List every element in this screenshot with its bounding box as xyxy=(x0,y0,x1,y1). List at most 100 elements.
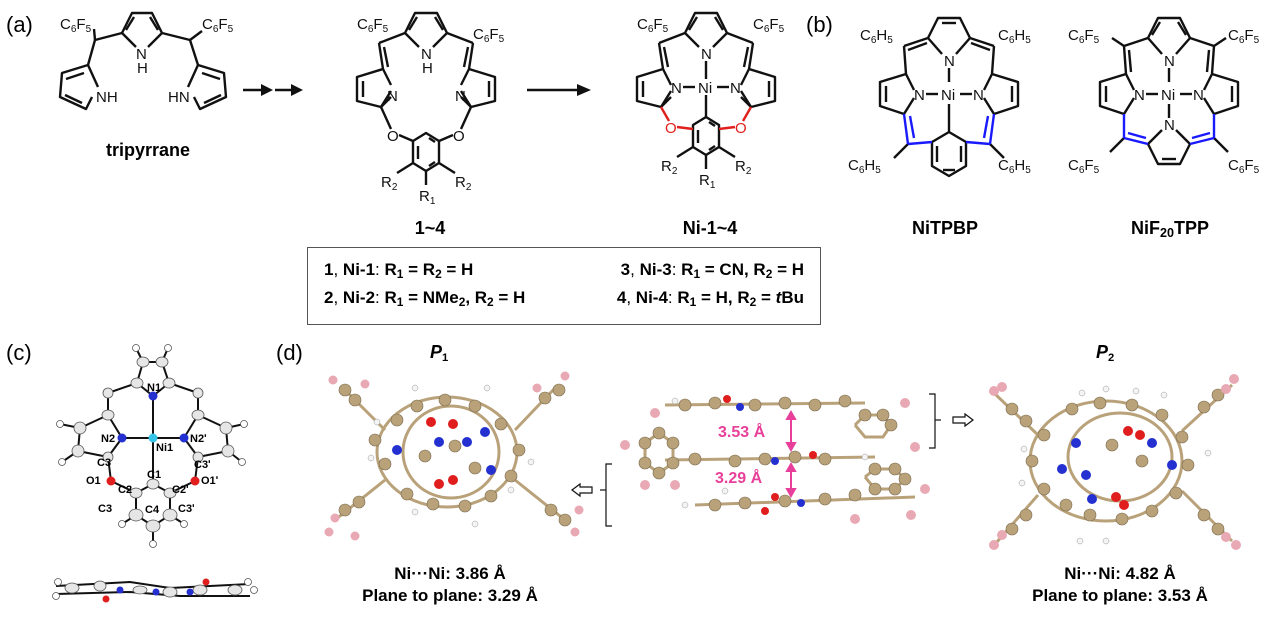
svg-text:C3ʹ: C3ʹ xyxy=(178,503,195,515)
p2-carbon-atoms xyxy=(1005,388,1225,536)
legend-entry-3: 3, Ni-3: R1 = CN, R2 = H xyxy=(620,260,804,281)
svg-text:R2: R2 xyxy=(735,158,752,177)
svg-text:N: N xyxy=(421,46,432,63)
ligand-structure: C6F5 C6F5 N H N N O O R2 R2 R1 xyxy=(355,11,505,207)
ortep-structure: N1 N2 Ni1 N2ʹ C3 C3ʹ O1 O1ʹ C2 C1 C2ʹ C3… xyxy=(52,344,258,603)
svg-text:C3ʹ: C3ʹ xyxy=(194,459,211,471)
svg-text:C6H5: C6H5 xyxy=(860,27,893,46)
svg-text:N: N xyxy=(1164,53,1175,70)
tripyrrane-nh-center: N xyxy=(136,46,147,63)
panel-a-label: (a) xyxy=(6,12,33,37)
ortep-side-view xyxy=(52,578,258,603)
tripyrrane-sub-right: C6F5 xyxy=(202,16,234,35)
svg-text:O1: O1 xyxy=(86,475,101,487)
nitpbp-structure: C6H5 C6H5 N N Ni N C6H5 C6H5 xyxy=(848,16,1031,178)
ni-complex-label: Ni-1~4 xyxy=(682,218,738,238)
svg-text:R2: R2 xyxy=(381,174,398,193)
nitpbp-label: NiTPBP xyxy=(911,218,978,238)
panel-b-label: (b) xyxy=(806,12,833,37)
tripyrrane-sub-left: C6F5 xyxy=(60,16,92,35)
p2-measurements: Ni···Ni: 4.82 Å Plane to plane: 3.53 Å xyxy=(1000,563,1240,607)
svg-text:N: N xyxy=(1164,117,1175,134)
svg-text:C1: C1 xyxy=(147,469,161,481)
tripyrrane-h-center: H xyxy=(137,60,148,77)
panel-c-label: (c) xyxy=(6,340,32,365)
svg-text:C3: C3 xyxy=(97,457,111,469)
svg-text:R2: R2 xyxy=(455,174,472,193)
legend-row: 1, Ni-1: R1 = R2 = H 3, Ni-3: R1 = CN, R… xyxy=(324,258,804,286)
panel-d-label: (d) xyxy=(276,340,303,365)
svg-text:R1: R1 xyxy=(419,188,436,207)
svg-text:O1ʹ: O1ʹ xyxy=(201,475,219,487)
svg-text:Ni: Ni xyxy=(941,87,955,104)
p1-carbon-atoms xyxy=(338,383,572,527)
svg-text:C2ʹ: C2ʹ xyxy=(172,484,189,496)
svg-text:O: O xyxy=(387,128,399,145)
nif20tpp-label: NiF20TPP xyxy=(1130,218,1210,241)
svg-text:C6H5: C6H5 xyxy=(848,157,881,176)
svg-text:C6H5: C6H5 xyxy=(998,157,1031,176)
legend-row: 2, Ni-2: R1 = NMe2, R2 = H 4, Ni-4: R1 =… xyxy=(324,286,804,314)
svg-text:C6H5: C6H5 xyxy=(998,27,1031,46)
legend-entry-4: 4, Ni-4: R1 = H, R2 = tBu xyxy=(616,287,804,309)
svg-text:N: N xyxy=(730,80,741,97)
two-step-arrow xyxy=(243,84,303,96)
svg-text:N: N xyxy=(914,87,925,104)
ni-complex-structure: C6F5 C6F5 N N Ni N O O R2 R2 R1 xyxy=(635,11,785,191)
p1-measurements: Ni···Ni: 3.86 Å Plane to plane: 3.29 Å xyxy=(330,563,570,607)
svg-text:Ni1: Ni1 xyxy=(156,442,173,454)
p1-bracket-arrow xyxy=(571,463,612,527)
svg-text:N2ʹ: N2ʹ xyxy=(190,433,207,445)
ortep-atoms xyxy=(56,344,248,548)
p1-ni-ni-distance: Ni···Ni: 3.86 Å xyxy=(394,564,506,583)
tripyrrane-nh-right: HN xyxy=(168,89,190,106)
nif20tpp-structure: C6F5 C6F5 N N Ni N N C6F5 C6F5 xyxy=(1068,16,1260,176)
p2-ni-ni-distance: Ni···Ni: 4.82 Å xyxy=(1064,564,1176,583)
stacked-dimer-side-view: 3.53 Å 3.29 Å xyxy=(620,394,930,524)
svg-text:Ni: Ni xyxy=(1161,87,1175,104)
svg-text:R2: R2 xyxy=(661,158,678,177)
stack-distance-lower: 3.29 Å xyxy=(715,468,763,487)
svg-text:N: N xyxy=(671,80,682,97)
svg-text:C6F5: C6F5 xyxy=(473,26,505,45)
svg-text:C6F5: C6F5 xyxy=(1068,157,1100,176)
svg-text:C6F5: C6F5 xyxy=(357,16,389,35)
svg-text:R1: R1 xyxy=(699,172,716,191)
svg-text:C4: C4 xyxy=(145,504,160,516)
svg-text:N1: N1 xyxy=(147,382,161,394)
svg-text:O: O xyxy=(735,120,747,137)
legend-entry-1: 1, Ni-1: R1 = R2 = H xyxy=(324,260,474,281)
p1-dimer-model xyxy=(324,371,584,541)
substituent-legend: 1, Ni-1: R1 = R2 = H 3, Ni-3: R1 = CN, R… xyxy=(307,247,821,325)
svg-text:C6F5: C6F5 xyxy=(1068,27,1100,46)
svg-text:N: N xyxy=(973,87,984,104)
svg-text:Ni: Ni xyxy=(698,80,712,97)
stack-carbon-atoms xyxy=(638,394,912,512)
legend-entry-2: 2, Ni-2: R1 = NMe2, R2 = H xyxy=(324,287,526,309)
stack-distance-upper: 3.53 Å xyxy=(718,422,766,441)
tripyrrane-label: tripyrrane xyxy=(105,140,191,160)
svg-text:C2: C2 xyxy=(118,484,132,496)
svg-text:H: H xyxy=(422,60,433,77)
metalation-arrow xyxy=(527,84,591,96)
svg-text:N: N xyxy=(455,88,466,105)
svg-text:C6F5: C6F5 xyxy=(1228,157,1260,176)
svg-text:C6F5: C6F5 xyxy=(753,16,785,35)
svg-text:C3: C3 xyxy=(98,503,112,515)
svg-text:N2: N2 xyxy=(101,433,115,445)
p2-dimer-model xyxy=(989,374,1241,550)
svg-text:O: O xyxy=(453,128,465,145)
svg-text:N: N xyxy=(1134,87,1145,104)
svg-text:N: N xyxy=(944,53,955,70)
tripyrrane-nh-left: NH xyxy=(96,89,118,106)
p2-plane-distance: Plane to plane: 3.53 Å xyxy=(1032,586,1208,605)
ligand-label: 1~4 xyxy=(414,218,446,238)
tripyrrane-structure: C6F5 C6F5 N H NH HN xyxy=(58,11,234,111)
p1-plane-distance: Plane to plane: 3.29 Å xyxy=(362,586,538,605)
svg-text:N: N xyxy=(1193,87,1204,104)
p1-title: P1 xyxy=(430,342,449,364)
svg-text:O: O xyxy=(665,120,677,137)
p2-bracket-arrow xyxy=(929,393,974,449)
svg-text:C6F5: C6F5 xyxy=(637,16,669,35)
p2-title: P2 xyxy=(1096,342,1115,364)
